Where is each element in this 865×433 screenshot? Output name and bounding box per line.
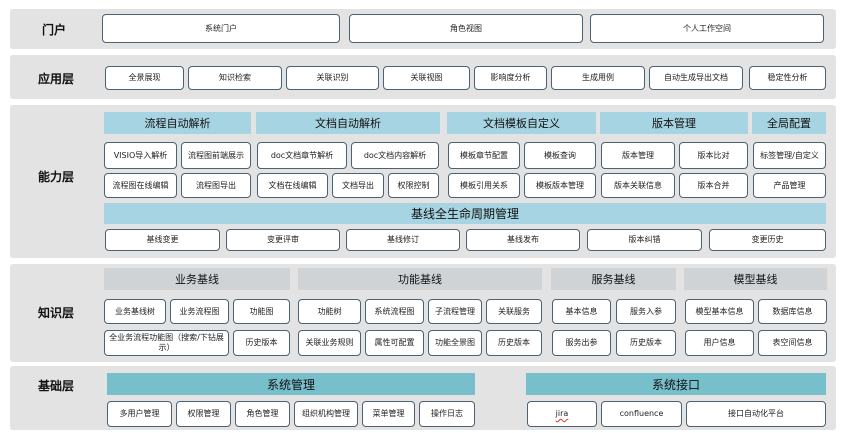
lifecycle-item-baseline-release[interactable]: 基线发布 <box>466 229 580 251</box>
jira-label: jira <box>555 409 569 418</box>
fd-item-multi-user-management[interactable]: 多用户管理 <box>107 401 172 427</box>
kn-item-subprocess-management[interactable]: 子流程管理 <box>428 299 482 324</box>
fd-item-api-automation-platform[interactable]: 接口自动化平台 <box>686 401 826 427</box>
kn-item-model-basic-info[interactable]: 模型基本信息 <box>685 299 754 324</box>
kn-item-business-baseline-tree[interactable]: 业务基线树 <box>104 299 166 324</box>
app-item-impact-analysis[interactable]: 影响度分析 <box>474 66 547 90</box>
fd-item-operation-log[interactable]: 操作日志 <box>419 401 475 427</box>
kn-item-related-business-rules[interactable]: 关联业务规则 <box>298 330 361 356</box>
cap-item-flowchart-online-edit[interactable]: 流程图在线编辑 <box>104 173 177 198</box>
cap-item-version-compare[interactable]: 版本比对 <box>679 142 748 169</box>
fd-item-confluence[interactable]: confluence <box>601 401 682 427</box>
kn-item-function-tree[interactable]: 功能树 <box>298 299 361 324</box>
lifecycle-item-change-review[interactable]: 变更评审 <box>226 229 340 251</box>
kn-item-function-chart[interactable]: 功能图 <box>233 299 290 324</box>
knowledge-layer-label: 知识层 <box>38 306 75 320</box>
fd-item-role-management[interactable]: 角色管理 <box>235 401 290 427</box>
app-item-stability-analysis[interactable]: 稳定性分析 <box>749 66 826 90</box>
lifecycle-item-baseline-change[interactable]: 基线变更 <box>105 229 220 251</box>
capability-group-template-title: 文档模板自定义 <box>447 112 596 134</box>
application-layer-label: 应用层 <box>38 72 75 86</box>
cap-item-permission-control[interactable]: 权限控制 <box>388 173 439 198</box>
lifecycle-item-baseline-revision[interactable]: 基线修订 <box>346 229 460 251</box>
baseline-lifecycle-title: 基线全生命周期管理 <box>104 203 826 224</box>
kn-item-database-info[interactable]: 数据库信息 <box>758 299 827 324</box>
capability-group-process-parsing-title: 流程自动解析 <box>104 112 251 134</box>
kn-item-full-business-function-chart[interactable]: 全业务流程功能图（搜索/下钻展示） <box>104 330 229 356</box>
cap-item-tag-management[interactable]: 标签管理/自定义 <box>753 142 826 169</box>
kn-item-business-flowchart[interactable]: 业务流程图 <box>170 299 229 324</box>
cap-item-flowchart-export[interactable]: 流程图导出 <box>181 173 251 198</box>
cap-item-flowchart-frontend-display[interactable]: 流程图前端展示 <box>181 142 251 169</box>
kn-item-function-history-version[interactable]: 历史版本 <box>486 330 542 356</box>
capability-layer-label: 能力层 <box>38 170 75 184</box>
lifecycle-item-version-correction[interactable]: 版本纠错 <box>587 229 702 251</box>
app-item-panorama[interactable]: 全景展现 <box>105 66 184 90</box>
kn-item-configurable-attributes[interactable]: 属性可配置 <box>365 330 424 356</box>
cap-item-version-merge[interactable]: 版本合并 <box>679 173 748 198</box>
kn-item-function-panorama[interactable]: 功能全景图 <box>428 330 482 356</box>
cap-item-doc-chapter-parse[interactable]: doc文档章节解析 <box>257 142 347 169</box>
fd-item-organization-management[interactable]: 组织机构管理 <box>294 401 358 427</box>
lifecycle-item-change-history[interactable]: 变更历史 <box>709 229 826 251</box>
fd-item-menu-management[interactable]: 菜单管理 <box>362 401 415 427</box>
app-item-knowledge-search[interactable]: 知识检索 <box>188 66 282 90</box>
kn-item-tablespace-info[interactable]: 表空间信息 <box>758 330 827 356</box>
app-item-association-recognition[interactable]: 关联识别 <box>286 66 379 90</box>
cap-item-version-association[interactable]: 版本关联信息 <box>601 173 675 198</box>
cap-item-template-reference[interactable]: 模板引用关系 <box>448 173 520 198</box>
knowledge-group-function-baseline-title: 功能基线 <box>298 268 542 290</box>
foundation-group-system-management-title: 系统管理 <box>107 373 475 395</box>
knowledge-group-model-baseline-title: 模型基线 <box>684 268 827 290</box>
foundation-group-system-interface-title: 系统接口 <box>526 373 826 395</box>
kn-item-service-history-version[interactable]: 历史版本 <box>616 330 676 356</box>
foundation-layer-label: 基础层 <box>38 379 75 393</box>
fd-item-permission-management[interactable]: 权限管理 <box>176 401 231 427</box>
fd-item-jira[interactable]: jira <box>527 401 597 427</box>
cap-item-visio-import[interactable]: VISIO导入解析 <box>104 142 177 169</box>
knowledge-group-business-baseline-title: 业务基线 <box>104 268 290 290</box>
portal-layer-label: 门户 <box>42 23 67 37</box>
cap-item-doc-export[interactable]: 文档导出 <box>332 173 384 198</box>
kn-item-service-input[interactable]: 服务入参 <box>616 299 676 324</box>
cap-item-version-management[interactable]: 版本管理 <box>601 142 675 169</box>
cap-item-template-chapter-config[interactable]: 模板章节配置 <box>448 142 520 169</box>
app-item-generate-cases[interactable]: 生成用例 <box>551 66 645 90</box>
kn-item-system-flowchart[interactable]: 系统流程图 <box>365 299 424 324</box>
kn-item-service-output[interactable]: 服务出参 <box>552 330 611 356</box>
kn-item-user-info[interactable]: 用户信息 <box>685 330 754 356</box>
cap-item-doc-content-parse[interactable]: doc文档内容解析 <box>351 142 439 169</box>
app-item-auto-export-docs[interactable]: 自动生成导出文档 <box>649 66 743 90</box>
app-item-association-view[interactable]: 关联视图 <box>383 66 470 90</box>
knowledge-group-service-baseline-title: 服务基线 <box>551 268 676 290</box>
capability-group-doc-parsing-title: 文档自动解析 <box>256 112 440 134</box>
capability-group-global-config-title: 全局配置 <box>752 112 826 134</box>
cap-item-doc-online-edit[interactable]: 文档在线编辑 <box>257 173 328 198</box>
capability-group-version-title: 版本管理 <box>600 112 748 134</box>
cap-item-template-query[interactable]: 模板查询 <box>524 142 596 169</box>
cap-item-product-management[interactable]: 产品管理 <box>753 173 826 198</box>
portal-item-personal-workspace[interactable]: 个人工作空间 <box>590 14 824 43</box>
cap-item-template-version-mgmt[interactable]: 模板版本管理 <box>524 173 596 198</box>
kn-item-basic-info[interactable]: 基本信息 <box>552 299 611 324</box>
kn-item-related-services[interactable]: 关联服务 <box>486 299 542 324</box>
kn-item-business-history-version[interactable]: 历史版本 <box>233 330 290 356</box>
portal-item-role-view[interactable]: 角色视图 <box>349 14 583 43</box>
portal-item-system-portal[interactable]: 系统门户 <box>102 14 340 43</box>
